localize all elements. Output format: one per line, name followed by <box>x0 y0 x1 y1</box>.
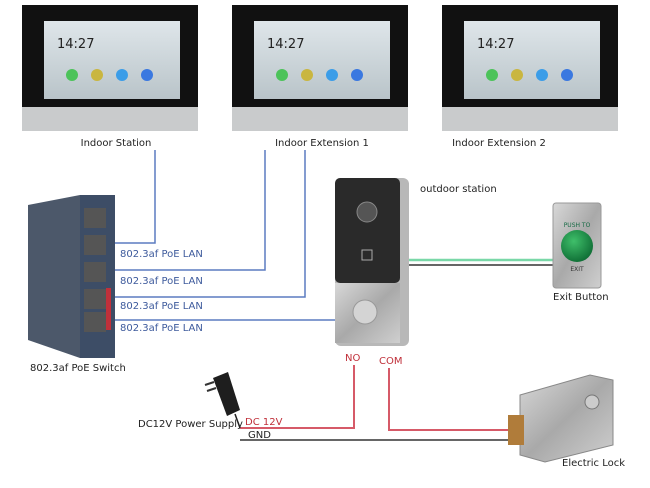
outdoor-station-label: outdoor station <box>420 184 497 195</box>
exit-button-bottom-text: EXIT <box>570 266 584 273</box>
extension-2-label: Indoor Extension 2 <box>452 138 546 149</box>
monitor-extension-2 <box>442 5 618 131</box>
extension-1-label: Indoor Extension 1 <box>275 138 369 149</box>
gnd-label: GND <box>248 430 271 441</box>
com-label: COM <box>379 356 402 367</box>
monitor-1-time: 14:27 <box>57 37 94 52</box>
lan-wire-indoor-station <box>113 150 156 244</box>
com-wire <box>388 368 514 431</box>
power-supply-label: DC12V Power Supply <box>138 419 243 430</box>
monitor-indoor-station <box>22 5 198 131</box>
no-wire <box>240 365 355 429</box>
power-supply-icon <box>204 372 241 429</box>
outdoor-station <box>335 178 409 346</box>
no-label: NO <box>345 353 360 364</box>
electric-lock-label: Electric Lock <box>562 458 625 469</box>
lan-label-1: 802.3af PoE LAN <box>120 249 203 260</box>
monitor-2-time: 14:27 <box>267 37 304 52</box>
lan-wires <box>113 150 336 321</box>
dc12v-label: DC 12V <box>245 417 283 428</box>
lan-wire-extension-2 <box>113 150 306 298</box>
lan-wire-extension-1 <box>113 150 266 271</box>
exit-button <box>552 202 602 289</box>
exit-button-label: Exit Button <box>553 292 609 303</box>
monitor-extension-1 <box>232 5 408 131</box>
lan-label-4: 802.3af PoE LAN <box>120 323 203 334</box>
indoor-station-label: Indoor Station <box>81 138 152 149</box>
switch-label: 802.3af PoE Switch <box>30 363 126 374</box>
lan-label-3: 802.3af PoE LAN <box>120 301 203 312</box>
exit-button-top-text: PUSH TO <box>564 222 591 229</box>
poe-switch <box>28 195 115 358</box>
electric-lock <box>508 374 614 463</box>
monitor-3-time: 14:27 <box>477 37 514 52</box>
lan-label-2: 802.3af PoE LAN <box>120 276 203 287</box>
